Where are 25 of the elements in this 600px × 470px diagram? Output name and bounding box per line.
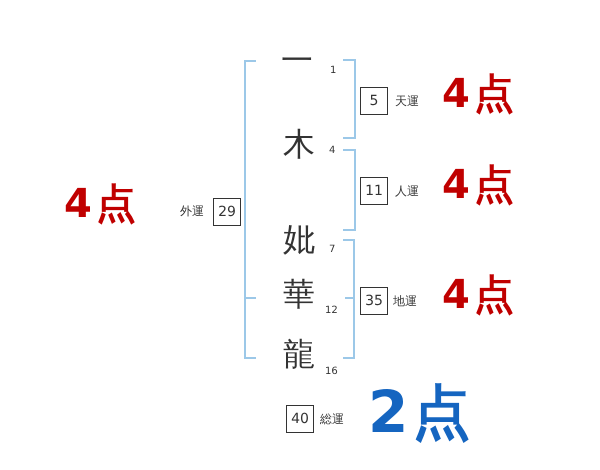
fortune-label: 外運 — [180, 205, 204, 217]
score-text: 4点 — [442, 275, 518, 315]
name-character: 華 — [283, 278, 315, 310]
number-box: 35 — [360, 287, 388, 315]
number-box: 5 — [360, 87, 388, 115]
name-character: 龍 — [283, 338, 315, 370]
name-character: 木 — [283, 128, 315, 160]
stroke-count: 1 — [330, 66, 336, 76]
number-box: 40 — [286, 405, 314, 433]
fortune-label: 総運 — [320, 413, 344, 425]
stroke-count: 7 — [329, 245, 336, 255]
fortune-label: 地運 — [393, 295, 417, 307]
stroke-count: 16 — [325, 367, 338, 377]
number-box: 11 — [360, 177, 388, 205]
fortune-label: 人運 — [395, 185, 419, 197]
score-text: 4点 — [442, 165, 518, 205]
name-character: 一 — [281, 44, 313, 76]
number-box: 29 — [213, 198, 241, 226]
name-character: 妣 — [283, 223, 315, 255]
score-text: 4点 — [64, 184, 140, 224]
score-text: 4点 — [442, 74, 518, 114]
stroke-count: 12 — [325, 306, 338, 316]
stroke-count: 4 — [329, 146, 336, 156]
fortune-label: 天運 — [395, 95, 419, 107]
score-text: 2点 — [368, 383, 474, 441]
